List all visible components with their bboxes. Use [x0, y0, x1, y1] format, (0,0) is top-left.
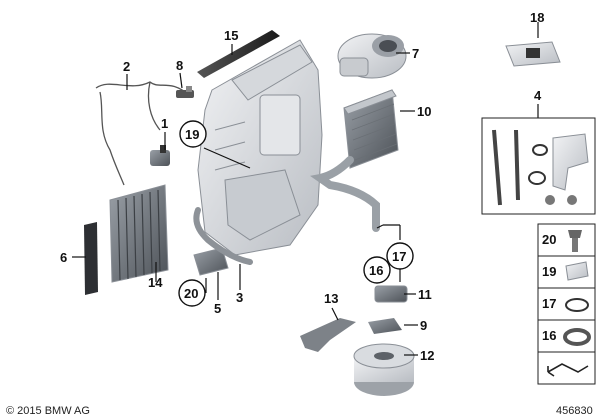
blower-wheel	[353, 343, 415, 396]
callout-5: 5	[214, 301, 221, 316]
legend-number-1: 20	[542, 232, 556, 247]
screw-icon	[568, 230, 582, 252]
temperature-sensor	[150, 145, 170, 166]
mounting-bracket	[84, 222, 98, 295]
callout-circles	[178, 120, 414, 307]
callout-18: 18	[530, 10, 544, 25]
seal-strip	[197, 30, 280, 78]
callout-14: 14	[148, 275, 163, 290]
callout-7: 7	[412, 46, 419, 61]
callout-15: 15	[224, 28, 238, 43]
callout-6: 6	[60, 250, 67, 265]
support-bracket	[300, 318, 356, 352]
legend-number-4: 16	[542, 328, 556, 343]
legend-numbers: 20 19 17 16	[542, 232, 556, 343]
drain-hose	[193, 207, 253, 265]
blower-motor	[337, 33, 407, 79]
callout-13: 13	[324, 291, 338, 306]
sealing-ring-icon	[563, 328, 591, 346]
callout-16: 16	[369, 263, 383, 278]
callout-2: 2	[123, 59, 130, 74]
leader-lines	[72, 22, 539, 356]
clip-icon	[565, 261, 589, 281]
callout-11: 11	[418, 287, 432, 302]
copyright-text: © 2015 BMW AG	[6, 405, 90, 417]
callout-1: 1	[161, 116, 168, 131]
o-ring-icon	[565, 298, 589, 312]
arrow-icon	[547, 363, 589, 377]
heater-housing	[197, 39, 323, 256]
small-sensor	[176, 86, 194, 98]
legend-number-3: 17	[542, 296, 556, 311]
diagram-number: 456830	[556, 405, 593, 417]
sensor-plate	[368, 318, 402, 334]
callout-8: 8	[176, 58, 183, 73]
callout-10: 10	[417, 104, 431, 119]
legend-column	[537, 223, 596, 385]
legend-number-2: 19	[542, 264, 556, 279]
callout-3: 3	[236, 290, 243, 305]
callout-17: 17	[392, 249, 406, 264]
electric-heater	[109, 184, 169, 283]
callout-19: 19	[185, 127, 199, 142]
wiring-harness	[95, 81, 191, 186]
heat-exchanger	[343, 89, 399, 169]
expansion-valve	[374, 285, 408, 303]
refrigerant-pipe	[310, 156, 380, 232]
control-module	[193, 247, 229, 276]
retaining-clip	[505, 41, 561, 67]
callout-20: 20	[184, 286, 198, 301]
callout-numbers: 1 2 3 4 5 6 7 8 9 10 11 12 13 14 15 16 1…	[60, 10, 544, 363]
callout-12: 12	[420, 348, 434, 363]
bolt-kit-box	[481, 117, 596, 215]
callout-4: 4	[534, 88, 542, 103]
callout-9: 9	[420, 318, 427, 333]
